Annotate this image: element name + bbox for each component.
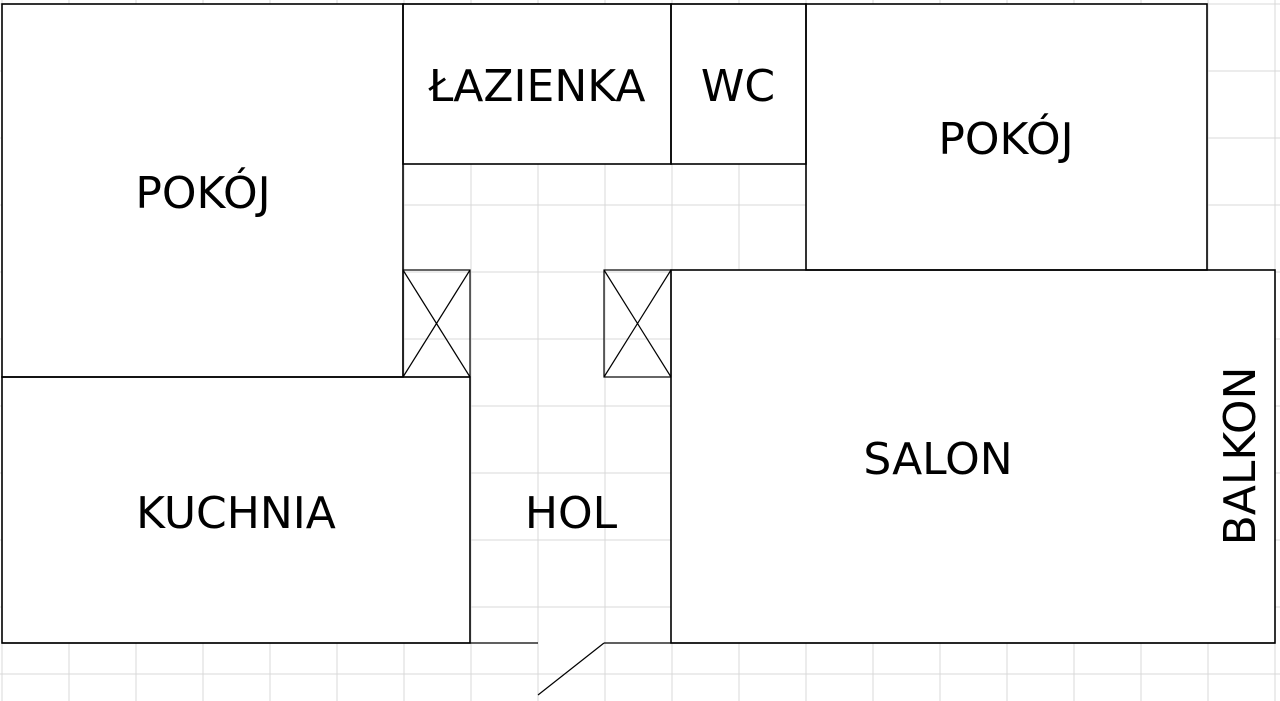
label-hol: HOL bbox=[525, 488, 618, 539]
label-pokoj-right: POKÓJ bbox=[938, 112, 1073, 165]
label-balkon: BALKON bbox=[1215, 367, 1266, 546]
label-pokoj-left: POKÓJ bbox=[135, 166, 270, 219]
entrance-door bbox=[537, 642, 605, 696]
closet-right bbox=[603, 269, 672, 378]
label-wc: WC bbox=[701, 61, 775, 112]
label-lazienka: ŁAZIENKA bbox=[428, 61, 646, 112]
walls bbox=[1, 3, 1276, 644]
label-salon: SALON bbox=[863, 434, 1012, 485]
closet-left bbox=[402, 269, 471, 378]
label-kuchnia: KUCHNIA bbox=[136, 488, 336, 539]
room-fills bbox=[2, 4, 1275, 643]
